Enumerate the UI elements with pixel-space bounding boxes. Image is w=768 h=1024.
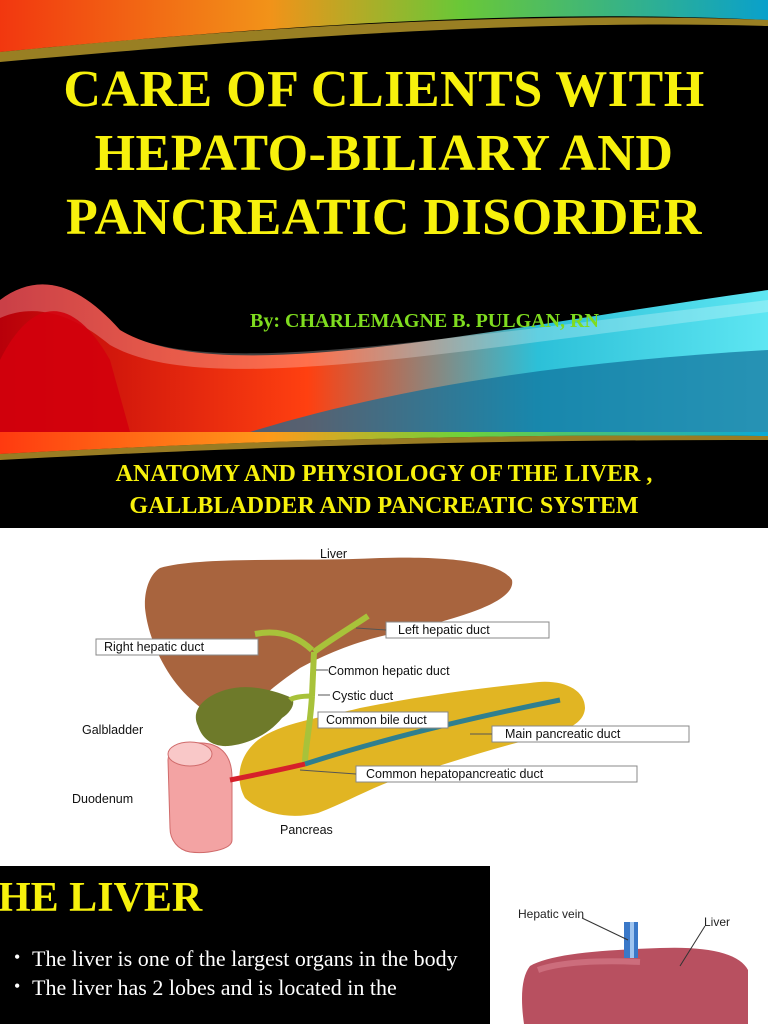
biliary-diagram-svg: Liver Right hepatic duct Left hepatic du… xyxy=(72,547,690,853)
author-byline: By: CHARLEMAGNE B. PULGAN, RN xyxy=(250,310,599,332)
hepatopancreatic-duct xyxy=(229,761,306,783)
liver-illustration: Hepatic vein Liver xyxy=(518,907,748,1024)
right-hepatic-duct xyxy=(254,629,315,653)
label-duodenum: Duodenum xyxy=(72,792,133,806)
cystic-duct xyxy=(288,693,313,703)
heading-wave xyxy=(0,432,768,460)
liver-section-title: HE LIVER xyxy=(0,875,203,921)
label-pancreas: Pancreas xyxy=(280,823,333,837)
section-heading-slide: ANATOMY AND PHYSIOLOGY OF THE LIVER , GA… xyxy=(0,432,768,528)
liver-bullet-list: The liver is one of the largest organs i… xyxy=(14,945,484,1004)
label-main-pancreatic-duct: Main pancreatic duct xyxy=(505,727,621,741)
label-common-hepatopancreatic-duct: Common hepatopancreatic duct xyxy=(366,767,544,781)
label-liver: Liver xyxy=(320,547,347,561)
main-pancreatic-duct xyxy=(304,697,561,767)
label-cystic-duct: Cystic duct xyxy=(332,689,394,703)
label-common-hepatic-duct: Common hepatic duct xyxy=(328,664,450,678)
label-common-bile-duct: Common bile duct xyxy=(326,713,427,727)
liver-text-panel: HE LIVER The liver is one of the largest… xyxy=(0,866,490,1024)
bullet-item: The liver has 2 lobes and is located in … xyxy=(14,974,484,1000)
label-right-hepatic-duct: Right hepatic duct xyxy=(104,640,205,654)
label-hepatic-vein: Hepatic vein xyxy=(518,907,584,921)
left-hepatic-duct xyxy=(312,613,370,655)
presentation-title: CARE OF CLIENTS WITH HEPATO-BILIARY AND … xyxy=(63,61,705,246)
section-heading: ANATOMY AND PHYSIOLOGY OF THE LIVER , GA… xyxy=(115,461,653,519)
common-bile-duct xyxy=(302,695,315,765)
anatomy-diagram: Liver Right hepatic duct Left hepatic du… xyxy=(0,528,768,866)
label-liver-image: Liver xyxy=(704,915,730,929)
decorative-waves xyxy=(0,0,768,432)
common-hepatic-duct xyxy=(309,651,317,697)
gallbladder-shape xyxy=(195,687,294,747)
label-galbladder: Galbladder xyxy=(82,723,143,737)
label-left-hepatic-duct: Left hepatic duct xyxy=(398,623,490,637)
bullet-item: The liver is one of the largest organs i… xyxy=(14,945,484,971)
title-slide: CARE OF CLIENTS WITH HEPATO-BILIARY AND … xyxy=(0,0,768,432)
liver-slide: HE LIVER The liver is one of the largest… xyxy=(0,866,768,1024)
